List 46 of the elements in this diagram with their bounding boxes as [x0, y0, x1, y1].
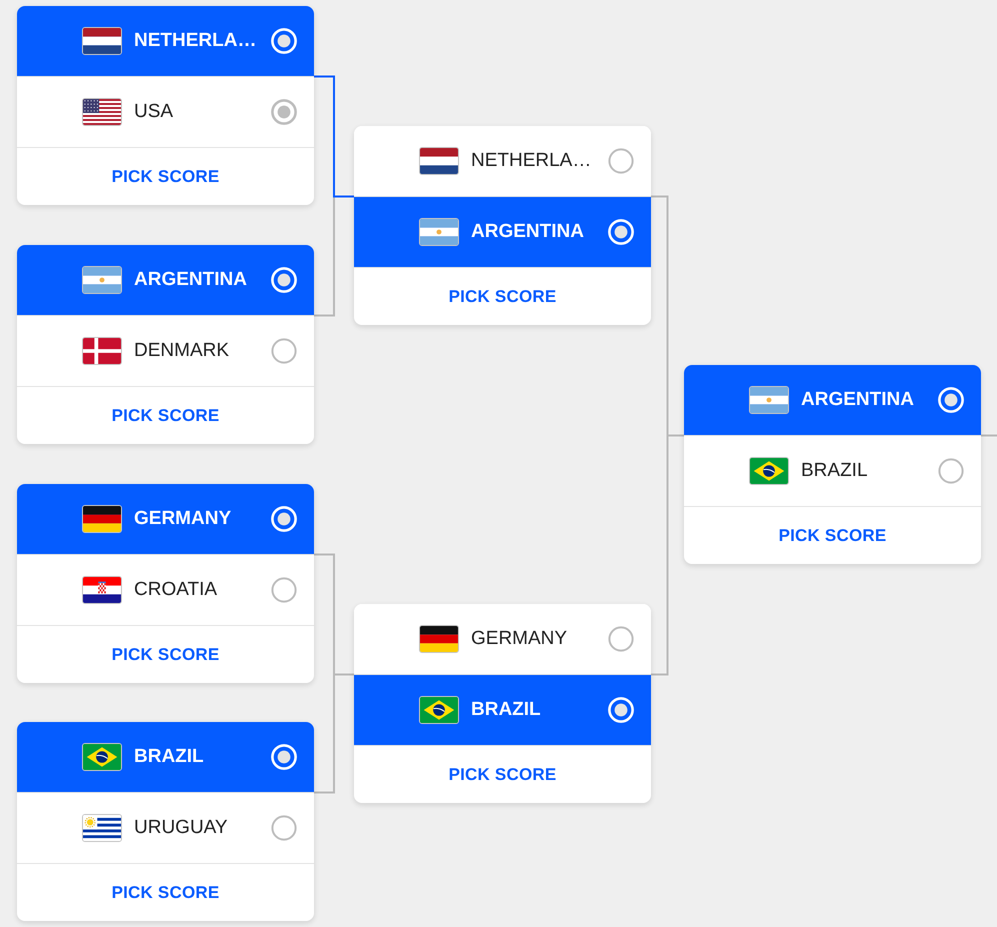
team-name: BRAZIL	[134, 746, 204, 768]
connector-line	[314, 76, 354, 198]
team-name: NETHERLA…	[134, 30, 256, 52]
team-row	[17, 316, 314, 387]
winner-row	[17, 722, 314, 793]
team-name: GERMANY	[134, 508, 232, 530]
team-row	[17, 77, 314, 148]
team-row	[17, 555, 314, 626]
winner-row	[684, 365, 981, 436]
action-link: PICK SCORE	[448, 287, 556, 306]
connector-line	[651, 434, 684, 676]
team-row	[17, 793, 314, 864]
team-name: USA	[134, 101, 174, 123]
team-name: URUGUAY	[134, 817, 228, 839]
winner-row	[354, 675, 651, 746]
team-name: ARGENTINA	[471, 221, 584, 243]
winner-row	[354, 197, 651, 268]
match-card	[684, 365, 981, 564]
match-card	[17, 484, 314, 683]
team-name: ARGENTINA	[134, 269, 247, 291]
match-card	[354, 126, 651, 325]
match-card	[17, 6, 314, 205]
match-card	[354, 604, 651, 803]
team-name: CROATIA	[134, 579, 218, 601]
match-card	[17, 245, 314, 444]
action-link: PICK SCORE	[112, 167, 220, 186]
team-name: GERMANY	[471, 628, 568, 650]
team-row	[684, 436, 981, 507]
team-name: NETHERLA…	[471, 150, 592, 172]
team-name: BRAZIL	[801, 460, 868, 482]
winner-row	[17, 245, 314, 316]
action-link: PICK SCORE	[112, 883, 220, 902]
action-link: PICK SCORE	[778, 526, 886, 545]
connector-line	[981, 434, 997, 436]
team-name: DENMARK	[134, 340, 230, 362]
action-link: PICK SCORE	[448, 765, 556, 784]
team-row	[354, 604, 651, 675]
team-name: BRAZIL	[471, 699, 541, 721]
winner-row	[17, 6, 314, 77]
action-link: PICK SCORE	[112, 406, 220, 425]
match-card	[17, 722, 314, 921]
connector-line	[314, 674, 354, 794]
action-link: PICK SCORE	[112, 645, 220, 664]
team-row	[354, 126, 651, 197]
winner-row	[17, 484, 314, 555]
team-name: ARGENTINA	[801, 389, 914, 411]
